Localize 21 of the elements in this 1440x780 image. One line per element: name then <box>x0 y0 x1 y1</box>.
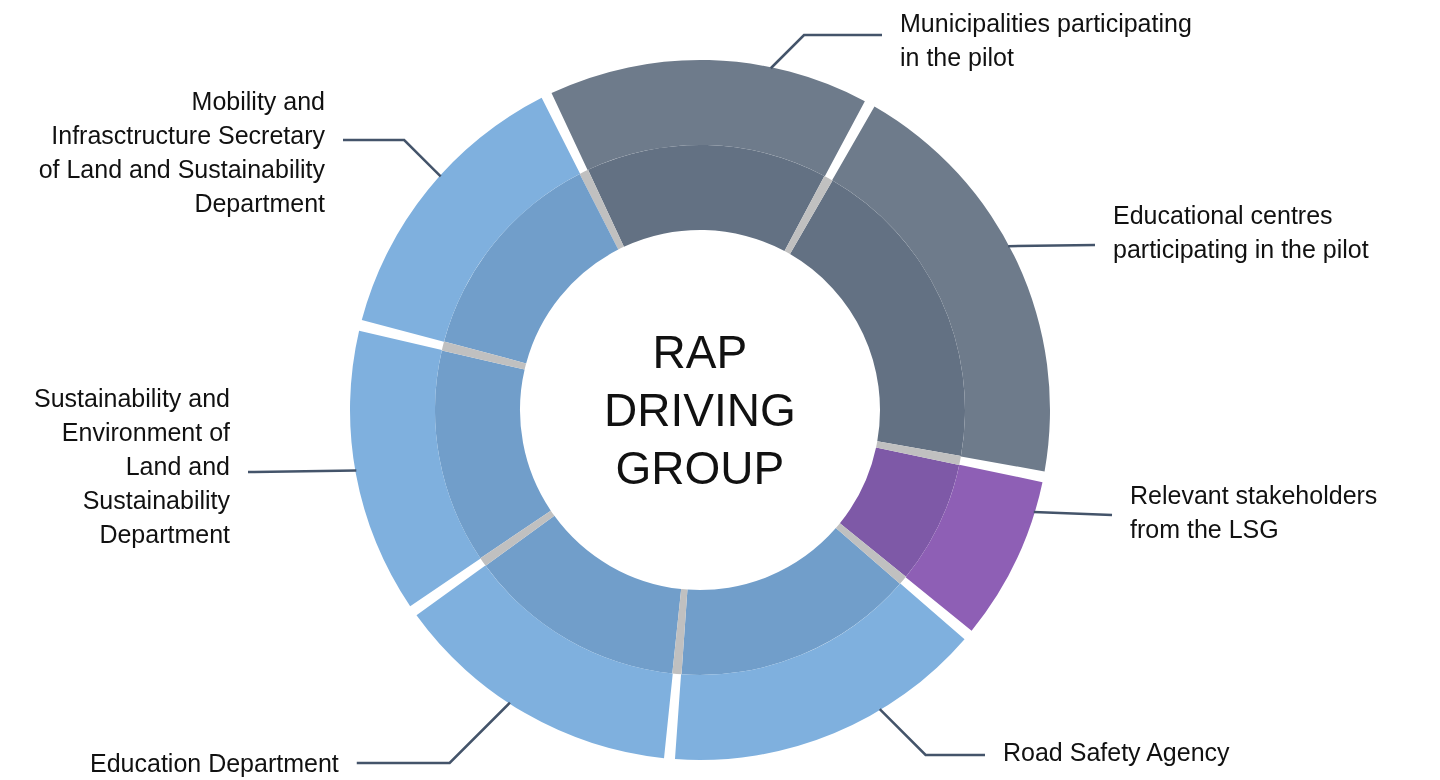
ring-segment <box>361 97 619 370</box>
ring-segment <box>416 515 688 759</box>
segment-label: Road Safety Agency <box>1003 735 1230 769</box>
leader-line <box>356 701 511 765</box>
ring-segment <box>839 441 1043 631</box>
leader-line <box>343 138 442 178</box>
ring-segment <box>350 330 555 607</box>
ring-segment <box>675 523 965 760</box>
segment-label: Sustainability and Environment of Land and Sustainability Department <box>5 381 230 551</box>
leader-line <box>1008 243 1095 248</box>
segment-label: Education Department <box>90 746 339 780</box>
leader-line <box>1033 510 1113 517</box>
ring-segment <box>551 60 865 252</box>
segment-label: Relevant stakeholders from the LSG <box>1130 478 1430 546</box>
center-title: RAP DRIVING GROUP <box>604 323 796 497</box>
segment-label: Municipalities participating in the pilot <box>900 6 1210 74</box>
segment-label: Educational centres participating in the pilot <box>1113 198 1433 266</box>
segment-label: Mobility and Infrasctructure Secretary of Land and Sustainability Department <box>25 84 325 220</box>
leader-line <box>769 33 882 70</box>
leader-line <box>878 708 985 757</box>
leader-line <box>248 469 357 474</box>
